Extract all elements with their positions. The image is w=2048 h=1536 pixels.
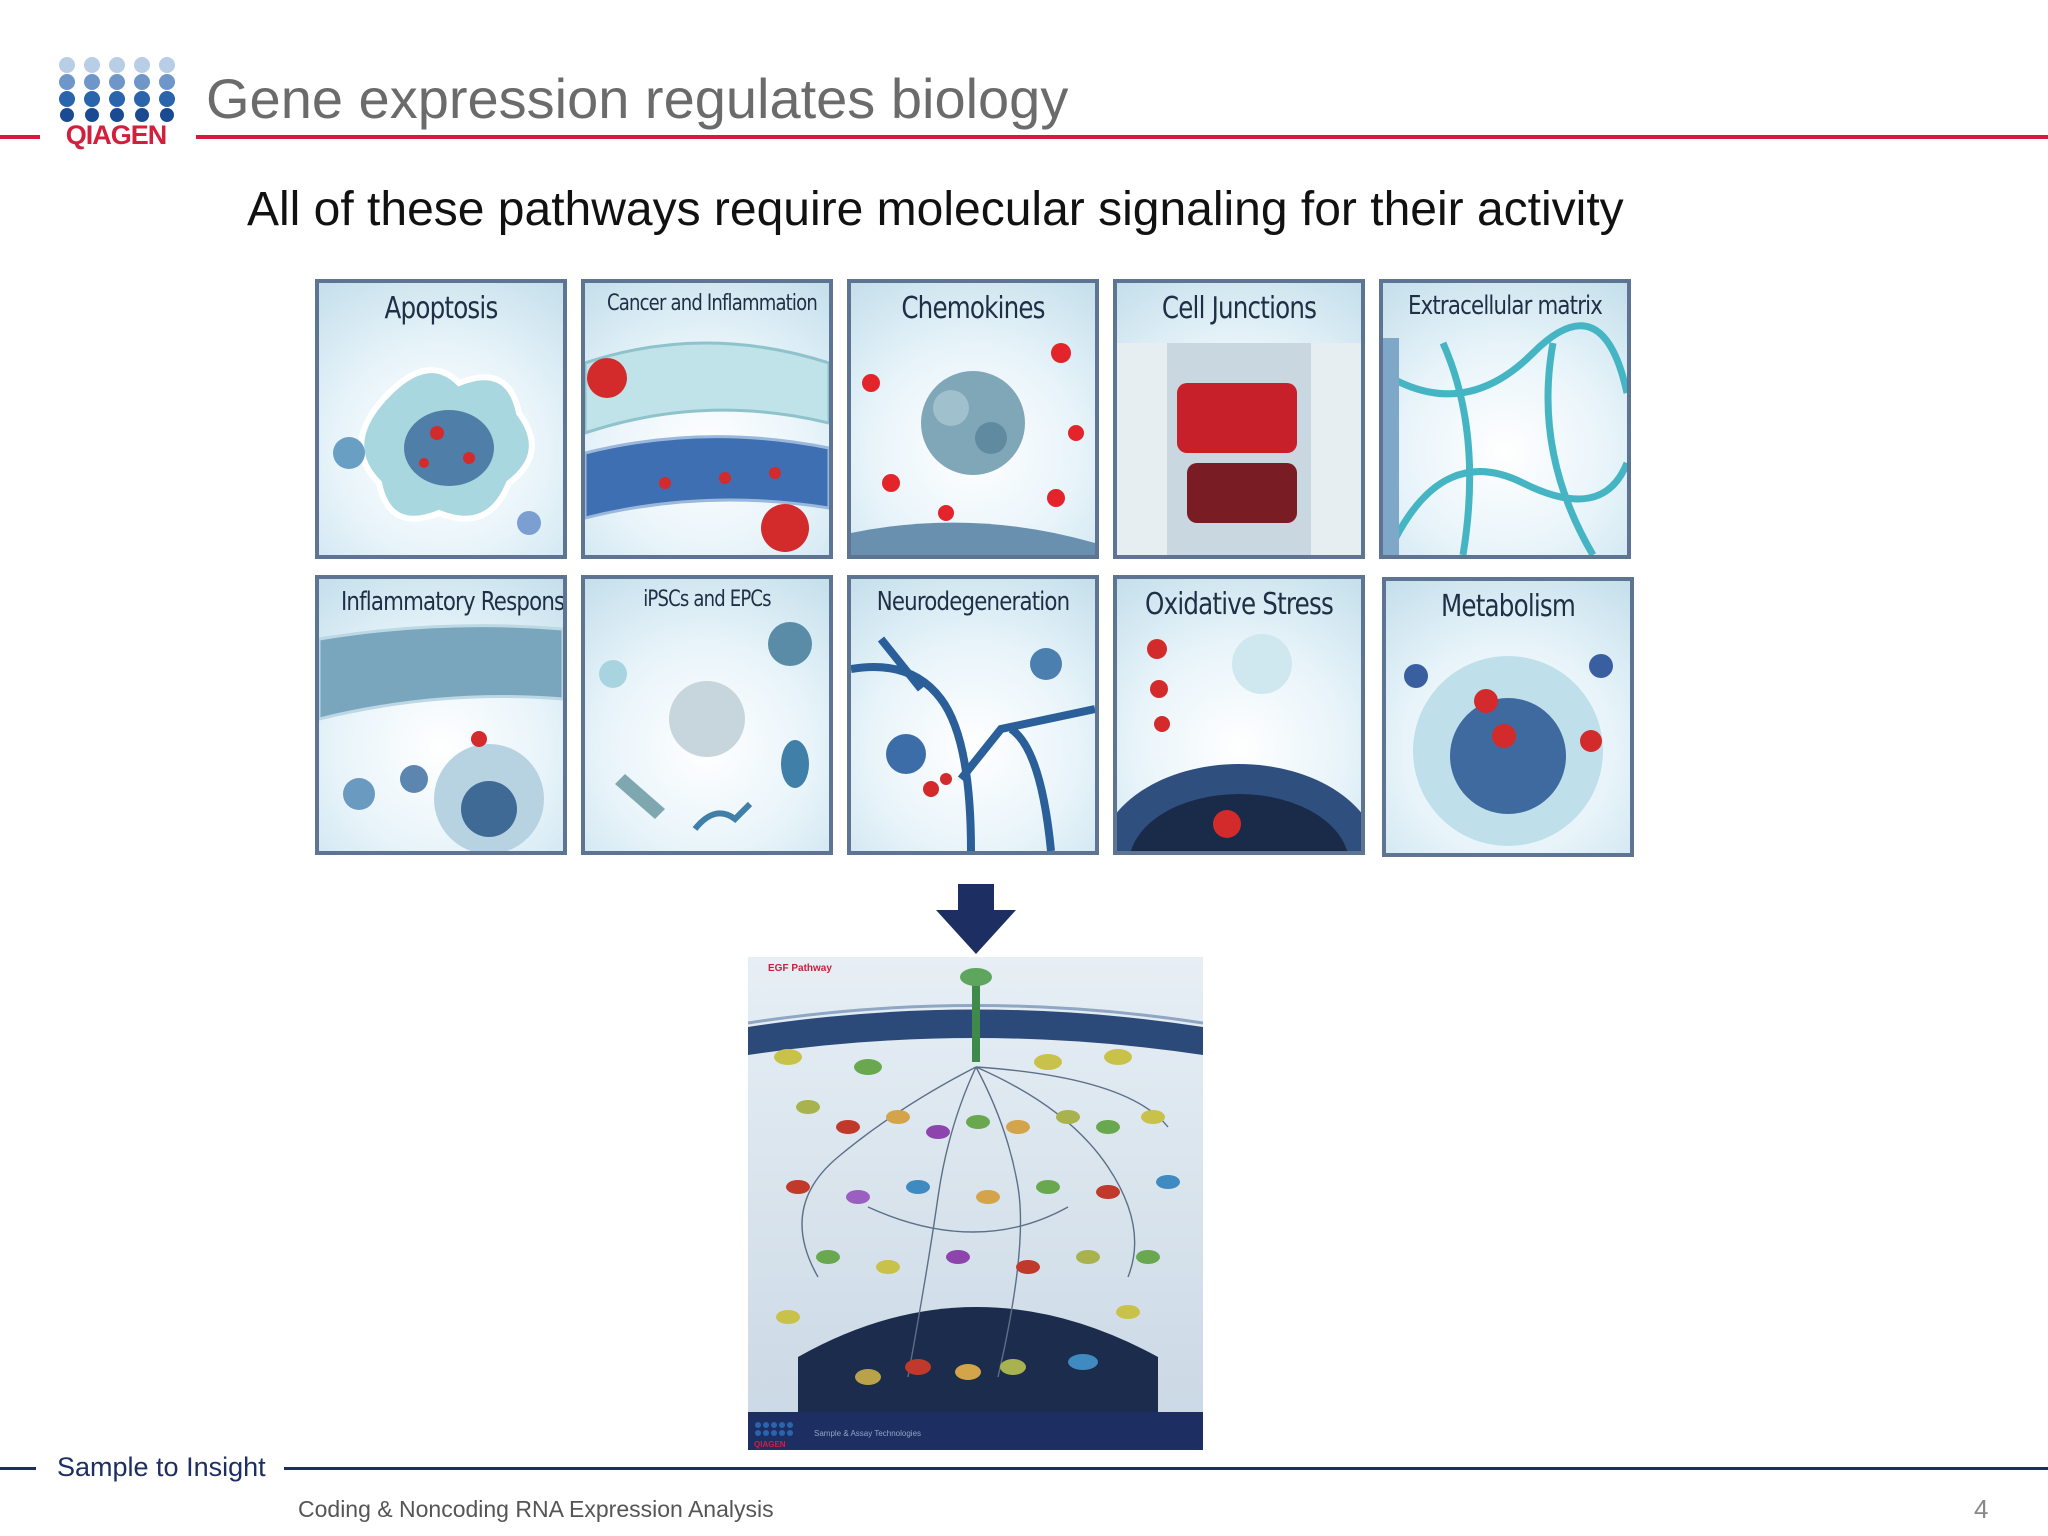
pathway-tile-ipscs-epcs: iPSCs and EPCs <box>581 575 833 855</box>
pathway-label: Oxidative Stress <box>1145 587 1334 622</box>
pathway-label: Inflammatory Response <box>340 587 567 617</box>
pathway-tile-metabolism: Metabolism <box>1382 577 1634 857</box>
qiagen-logo: QIAGEN <box>56 56 176 156</box>
blood-vessel-illustration <box>585 341 829 552</box>
pathway-label: Cancer and Inflammation <box>606 291 818 316</box>
pathway-tile-extracellular-matrix: Extracellular matrix <box>1379 279 1631 559</box>
pathway-tile-neurodegeneration: Neurodegeneration <box>847 575 1099 855</box>
pathway-diagram-illustration: QIAGEN Sample & Assay Technologies <box>748 957 1203 1450</box>
pathway-tile-apoptosis: Apoptosis <box>315 279 567 559</box>
pathway-label: Apoptosis <box>384 291 499 326</box>
pathway-tile-cancer-inflammation: Cancer and Inflammation <box>581 279 833 559</box>
pathway-label: Neurodegeneration <box>876 587 1070 617</box>
poster-logo-text: QIAGEN <box>754 1440 786 1449</box>
neuron-illustration <box>851 636 1095 851</box>
poster-title: EGF Pathway <box>768 963 832 974</box>
pathway-tile-chemokines: Chemokines <box>847 279 1099 559</box>
cell-junction-illustration <box>1117 343 1361 555</box>
pathway-tile-cell-junctions: Cell Junctions <box>1113 279 1365 559</box>
apoptosis-cell-illustration <box>333 367 541 535</box>
pathway-label: Cell Junctions <box>1161 291 1317 326</box>
header-rule-left <box>0 135 40 139</box>
page-number: 4 <box>1974 1494 1989 1524</box>
footer-rule-left <box>0 1467 36 1470</box>
pathway-label: iPSCs and EPCs <box>643 587 771 612</box>
slide-title: Gene expression regulates biology <box>206 67 1069 130</box>
pathway-label: Metabolism <box>1440 589 1576 624</box>
pathway-tile-oxidative-stress: Oxidative Stress <box>1113 575 1365 855</box>
header-rule <box>196 135 2048 139</box>
footer-tagline: Sample to Insight <box>57 1452 266 1482</box>
chemokine-cell-illustration <box>851 343 1095 555</box>
pathway-label: Extracellular matrix <box>1407 291 1603 321</box>
inflammatory-response-illustration <box>319 624 563 851</box>
matrix-fiber-illustration <box>1383 322 1627 555</box>
egf-pathway-poster: QIAGEN Sample & Assay Technologies EGF P… <box>748 957 1203 1450</box>
oxidative-stress-illustration <box>1117 634 1361 851</box>
footer-rule <box>284 1467 2048 1470</box>
footer-caption: Coding & Noncoding RNA Expression Analys… <box>298 1496 774 1522</box>
arrow-down-icon <box>936 884 1016 954</box>
logo-dots-icon <box>59 57 175 122</box>
pathway-tile-inflammatory-response: Inflammatory Response <box>315 575 567 855</box>
stem-cell-illustration <box>599 622 812 831</box>
poster-footer-text: Sample & Assay Technologies <box>814 1429 921 1438</box>
logo-wordmark: QIAGEN <box>65 120 168 150</box>
pathway-label: Chemokines <box>901 291 1045 326</box>
metabolism-cell-illustration <box>1404 654 1613 846</box>
slide-subtitle: All of these pathways require molecular … <box>247 183 1624 236</box>
